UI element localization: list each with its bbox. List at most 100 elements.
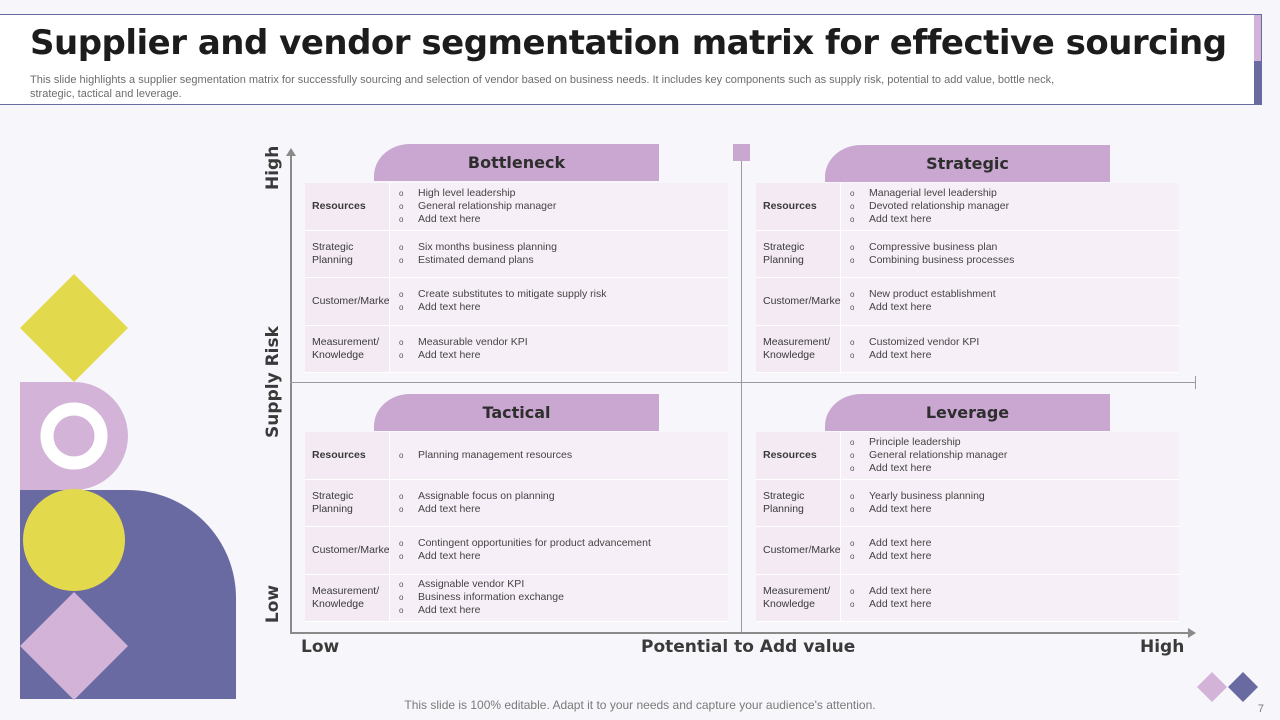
row-category-label: Measurement/ Knowledge: [756, 574, 841, 621]
row-category-label: Resources: [756, 183, 841, 230]
bullet-icon: o: [399, 188, 404, 198]
list-item-text: General relationship manager: [418, 199, 557, 212]
list-item-text: Add text here: [869, 301, 932, 314]
list-item: o Six months business planning: [399, 241, 728, 254]
footer-note: This slide is 100% editable. Adapt it to…: [404, 698, 876, 712]
list-item: o Add text here: [850, 349, 1179, 362]
table-row: Customer/Market o Contingent opportunities…: [305, 527, 728, 575]
table-row: Measurement/ Knowledge o Customized vendor…: [756, 325, 1179, 373]
bullet-icon: o: [399, 491, 404, 501]
list-item-text: Add text here: [418, 301, 481, 314]
bullet-icon: o: [850, 450, 855, 460]
row-category-label: Resources: [305, 183, 390, 230]
list-item-text: Create substitutes to mitigate supply ri…: [418, 288, 607, 301]
row-category-label: Measurement/ Knowledge: [756, 325, 841, 372]
vertical-divider: [741, 160, 742, 632]
row-items: o Contingent opportunities for product ad…: [390, 527, 728, 574]
list-item-text: Add text here: [869, 502, 932, 515]
yellow-circle-shape: [23, 489, 125, 591]
list-item: o Add text here: [399, 550, 728, 563]
list-item-text: Add text here: [418, 212, 481, 225]
row-category-label: Resources: [305, 432, 390, 479]
list-item-text: Customized vendor KPI: [869, 335, 980, 348]
list-item-text: Add text here: [869, 550, 932, 563]
list-item-text: High level leadership: [418, 186, 516, 199]
row-category-label: Strategic Planning: [756, 479, 841, 526]
list-item-text: Add text here: [869, 348, 932, 361]
footer-diamonds-icon: [1197, 672, 1258, 702]
bullet-icon: o: [399, 552, 404, 562]
bullet-icon: o: [850, 303, 855, 313]
bullet-icon: o: [399, 606, 404, 616]
lilac-diamond-shape: [20, 592, 128, 700]
bullet-icon: o: [399, 201, 404, 211]
bullet-icon: o: [399, 255, 404, 265]
x-axis-high-label: High: [1140, 637, 1185, 657]
row-category-label: Customer/Market: [305, 527, 393, 574]
bullet-icon: o: [399, 593, 404, 603]
bullet-icon: o: [399, 350, 404, 360]
list-item-text: Add text here: [418, 550, 481, 563]
bullet-icon: o: [850, 337, 855, 347]
bullet-icon: o: [850, 539, 855, 549]
list-item-text: Contingent opportunities for product adv…: [418, 537, 651, 550]
list-item: o Create substitutes to mitigate supply r…: [399, 288, 728, 301]
bullet-icon: o: [850, 214, 855, 224]
list-item-text: Add text here: [869, 537, 932, 550]
quadrant-title-bottleneck: Bottleneck: [374, 144, 659, 181]
bullet-icon: o: [850, 188, 855, 198]
bullet-icon: o: [850, 290, 855, 300]
bullet-icon: o: [850, 491, 855, 501]
y-axis-high-label: High: [263, 145, 283, 190]
list-item-text: Assignable focus on planning: [418, 489, 555, 502]
header-accent-lilac: [1254, 15, 1261, 61]
bullet-icon: o: [399, 580, 404, 590]
bullet-icon: o: [399, 303, 404, 313]
bullet-icon: o: [399, 290, 404, 300]
bullet-icon: o: [399, 242, 404, 252]
bullet-icon: o: [399, 214, 404, 224]
list-item-text: Measurable vendor KPI: [418, 335, 528, 348]
list-item: o Measurable vendor KPI: [399, 336, 728, 349]
bullet-icon: o: [850, 586, 855, 596]
list-item-text: Add text here: [869, 461, 932, 474]
row-category-label: Customer/Market: [756, 527, 844, 574]
list-item-text: Combining business processes: [869, 253, 1015, 266]
bullet-icon: o: [399, 337, 404, 347]
bullet-icon: o: [850, 350, 855, 360]
list-item-text: Six months business planning: [418, 240, 557, 253]
